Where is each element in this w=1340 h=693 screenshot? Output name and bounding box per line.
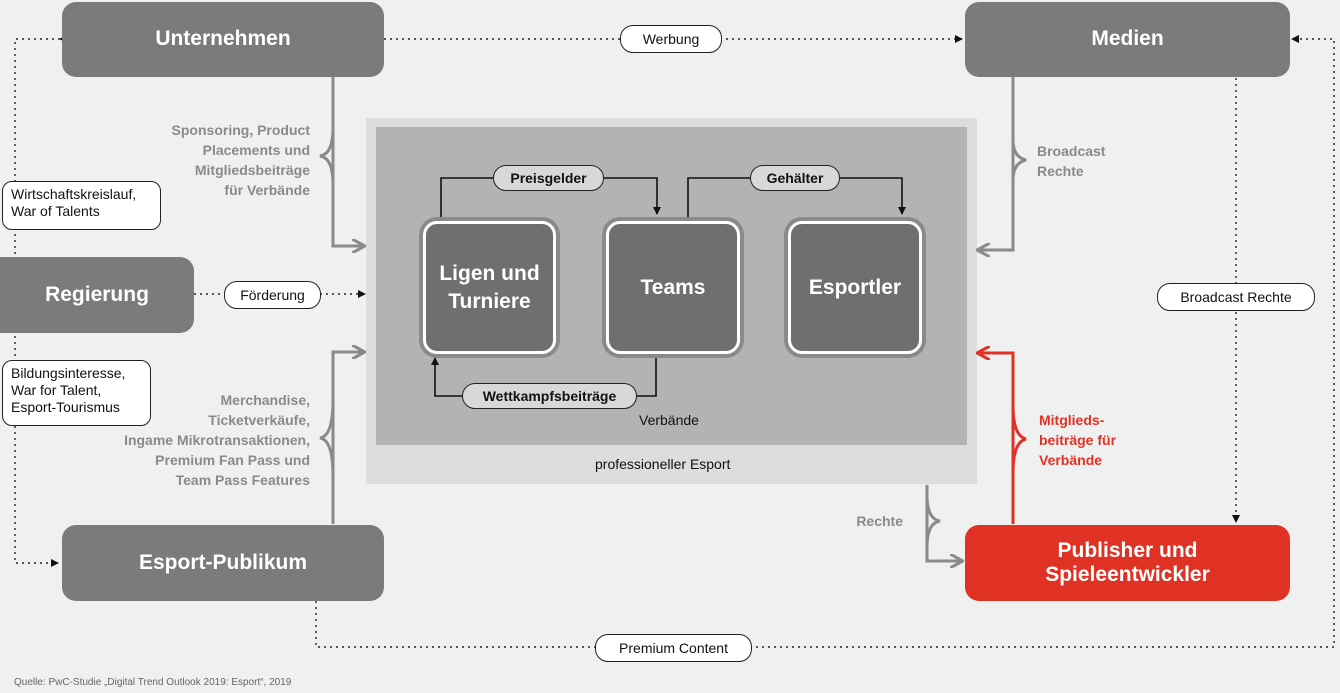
pill-premium-content: Premium Content <box>595 634 752 662</box>
flow-sponsoring: Sponsoring, Product Placements und Mitgl… <box>171 122 310 198</box>
note-bildungsinteresse: Bildungsinteresse, War for Talent, Espor… <box>2 360 151 426</box>
source-note: Quelle: PwC-Studie „Digital Trend Outloo… <box>14 677 292 688</box>
pill-preisgelder: Preisgelder <box>493 165 604 191</box>
pill-wettkampfsbeitraege: Wettkampfsbeiträge <box>462 383 637 409</box>
brace-broadcast <box>1011 139 1027 181</box>
pill-werbung: Werbung <box>620 25 722 53</box>
node-publisher: Publisher und Spieleentwickler <box>965 525 1290 601</box>
flow-merchandise: Merchandise, Ticketverkäufe, Ingame Mikr… <box>124 392 310 488</box>
merchandise-arrow <box>331 352 364 524</box>
flow-rechte: Rechte <box>856 513 903 529</box>
sponsoring-arrow <box>331 77 364 246</box>
flow-broadcast-rechte: Broadcast Rechte <box>1037 143 1106 179</box>
flow-mitgliedsbeitraege: Mitglieds- beiträge für Verbände <box>1039 412 1117 468</box>
node-medien: Medien <box>965 2 1290 77</box>
note-wirtschaftskreislauf: Wirtschaftskreislauf, War of Talents <box>2 181 161 230</box>
node-esport-publikum: Esport-Publikum <box>62 525 384 601</box>
node-teams: Teams <box>606 221 740 354</box>
brace-mitglieds <box>1011 404 1027 474</box>
pill-foerderung: Förderung <box>224 281 321 309</box>
node-unternehmen: Unternehmen <box>62 2 384 77</box>
label-verbaende: Verbände <box>639 412 699 428</box>
label-professioneller-esport: professioneller Esport <box>595 456 731 472</box>
node-ligen-turniere: Ligen und Turniere <box>423 221 556 354</box>
node-regierung: Regierung <box>0 257 194 333</box>
premium-content-line <box>315 35 1335 648</box>
node-esportler: Esportler <box>788 221 922 354</box>
pill-broadcast-rechte: Broadcast Rechte <box>1157 283 1315 311</box>
brace-sponsoring <box>319 127 335 185</box>
brace-rechte <box>925 494 941 548</box>
pill-gehaelter: Gehälter <box>750 165 840 191</box>
broadcast-rechte-arrow <box>978 77 1015 250</box>
brace-merchandise <box>319 399 335 477</box>
rechte-arrow <box>925 485 962 561</box>
mitglieds-arrow <box>978 353 1015 524</box>
